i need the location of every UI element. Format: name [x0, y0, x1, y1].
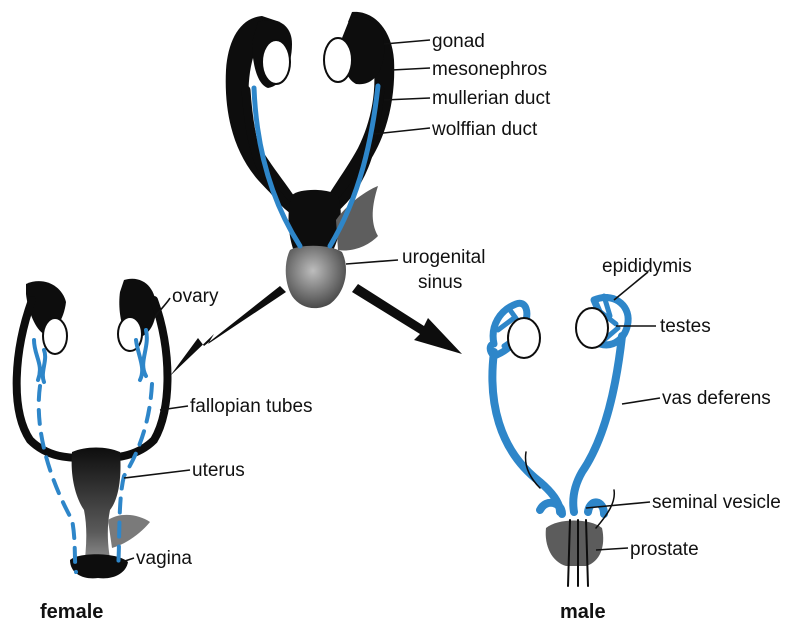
label-urogenital: urogenital	[402, 247, 485, 268]
vagina-grey	[108, 515, 150, 548]
label-mesonephros: mesonephros	[432, 59, 547, 80]
caption-male: male	[560, 601, 606, 623]
label-testes: testes	[660, 316, 711, 337]
female-system	[17, 279, 168, 579]
label-prostate: prostate	[630, 539, 699, 560]
left-gonad	[262, 40, 290, 84]
male-right-testis	[576, 308, 608, 348]
label-mullerian-duct: mullerian duct	[432, 88, 551, 109]
label-seminal-vesicle: seminal vesicle	[652, 492, 781, 513]
label-sinus: sinus	[418, 272, 462, 293]
label-fallopian-tubes: fallopian tubes	[190, 396, 313, 417]
uterus-body	[72, 448, 121, 569]
label-ovary: ovary	[172, 286, 219, 307]
label-vagina: vagina	[136, 548, 192, 569]
label-wolffian-duct: wolffian duct	[431, 119, 538, 140]
indifferent-stage	[226, 12, 395, 308]
label-vas-deferens: vas deferens	[662, 388, 771, 409]
prostate-gland	[546, 521, 604, 567]
female-left-ovary	[43, 318, 67, 354]
caption-female: female	[40, 601, 103, 623]
male-system	[490, 296, 628, 586]
left-vas-deferens	[492, 352, 560, 512]
label-epididymis: epididymis	[602, 256, 692, 277]
arrow-to-male	[352, 284, 462, 354]
male-left-testis	[508, 318, 540, 358]
right-gonad	[324, 38, 352, 82]
urogenital-sinus	[286, 246, 346, 308]
label-uterus: uterus	[192, 460, 245, 481]
right-vas-deferens	[573, 336, 622, 512]
label-gonad: gonad	[432, 31, 485, 52]
